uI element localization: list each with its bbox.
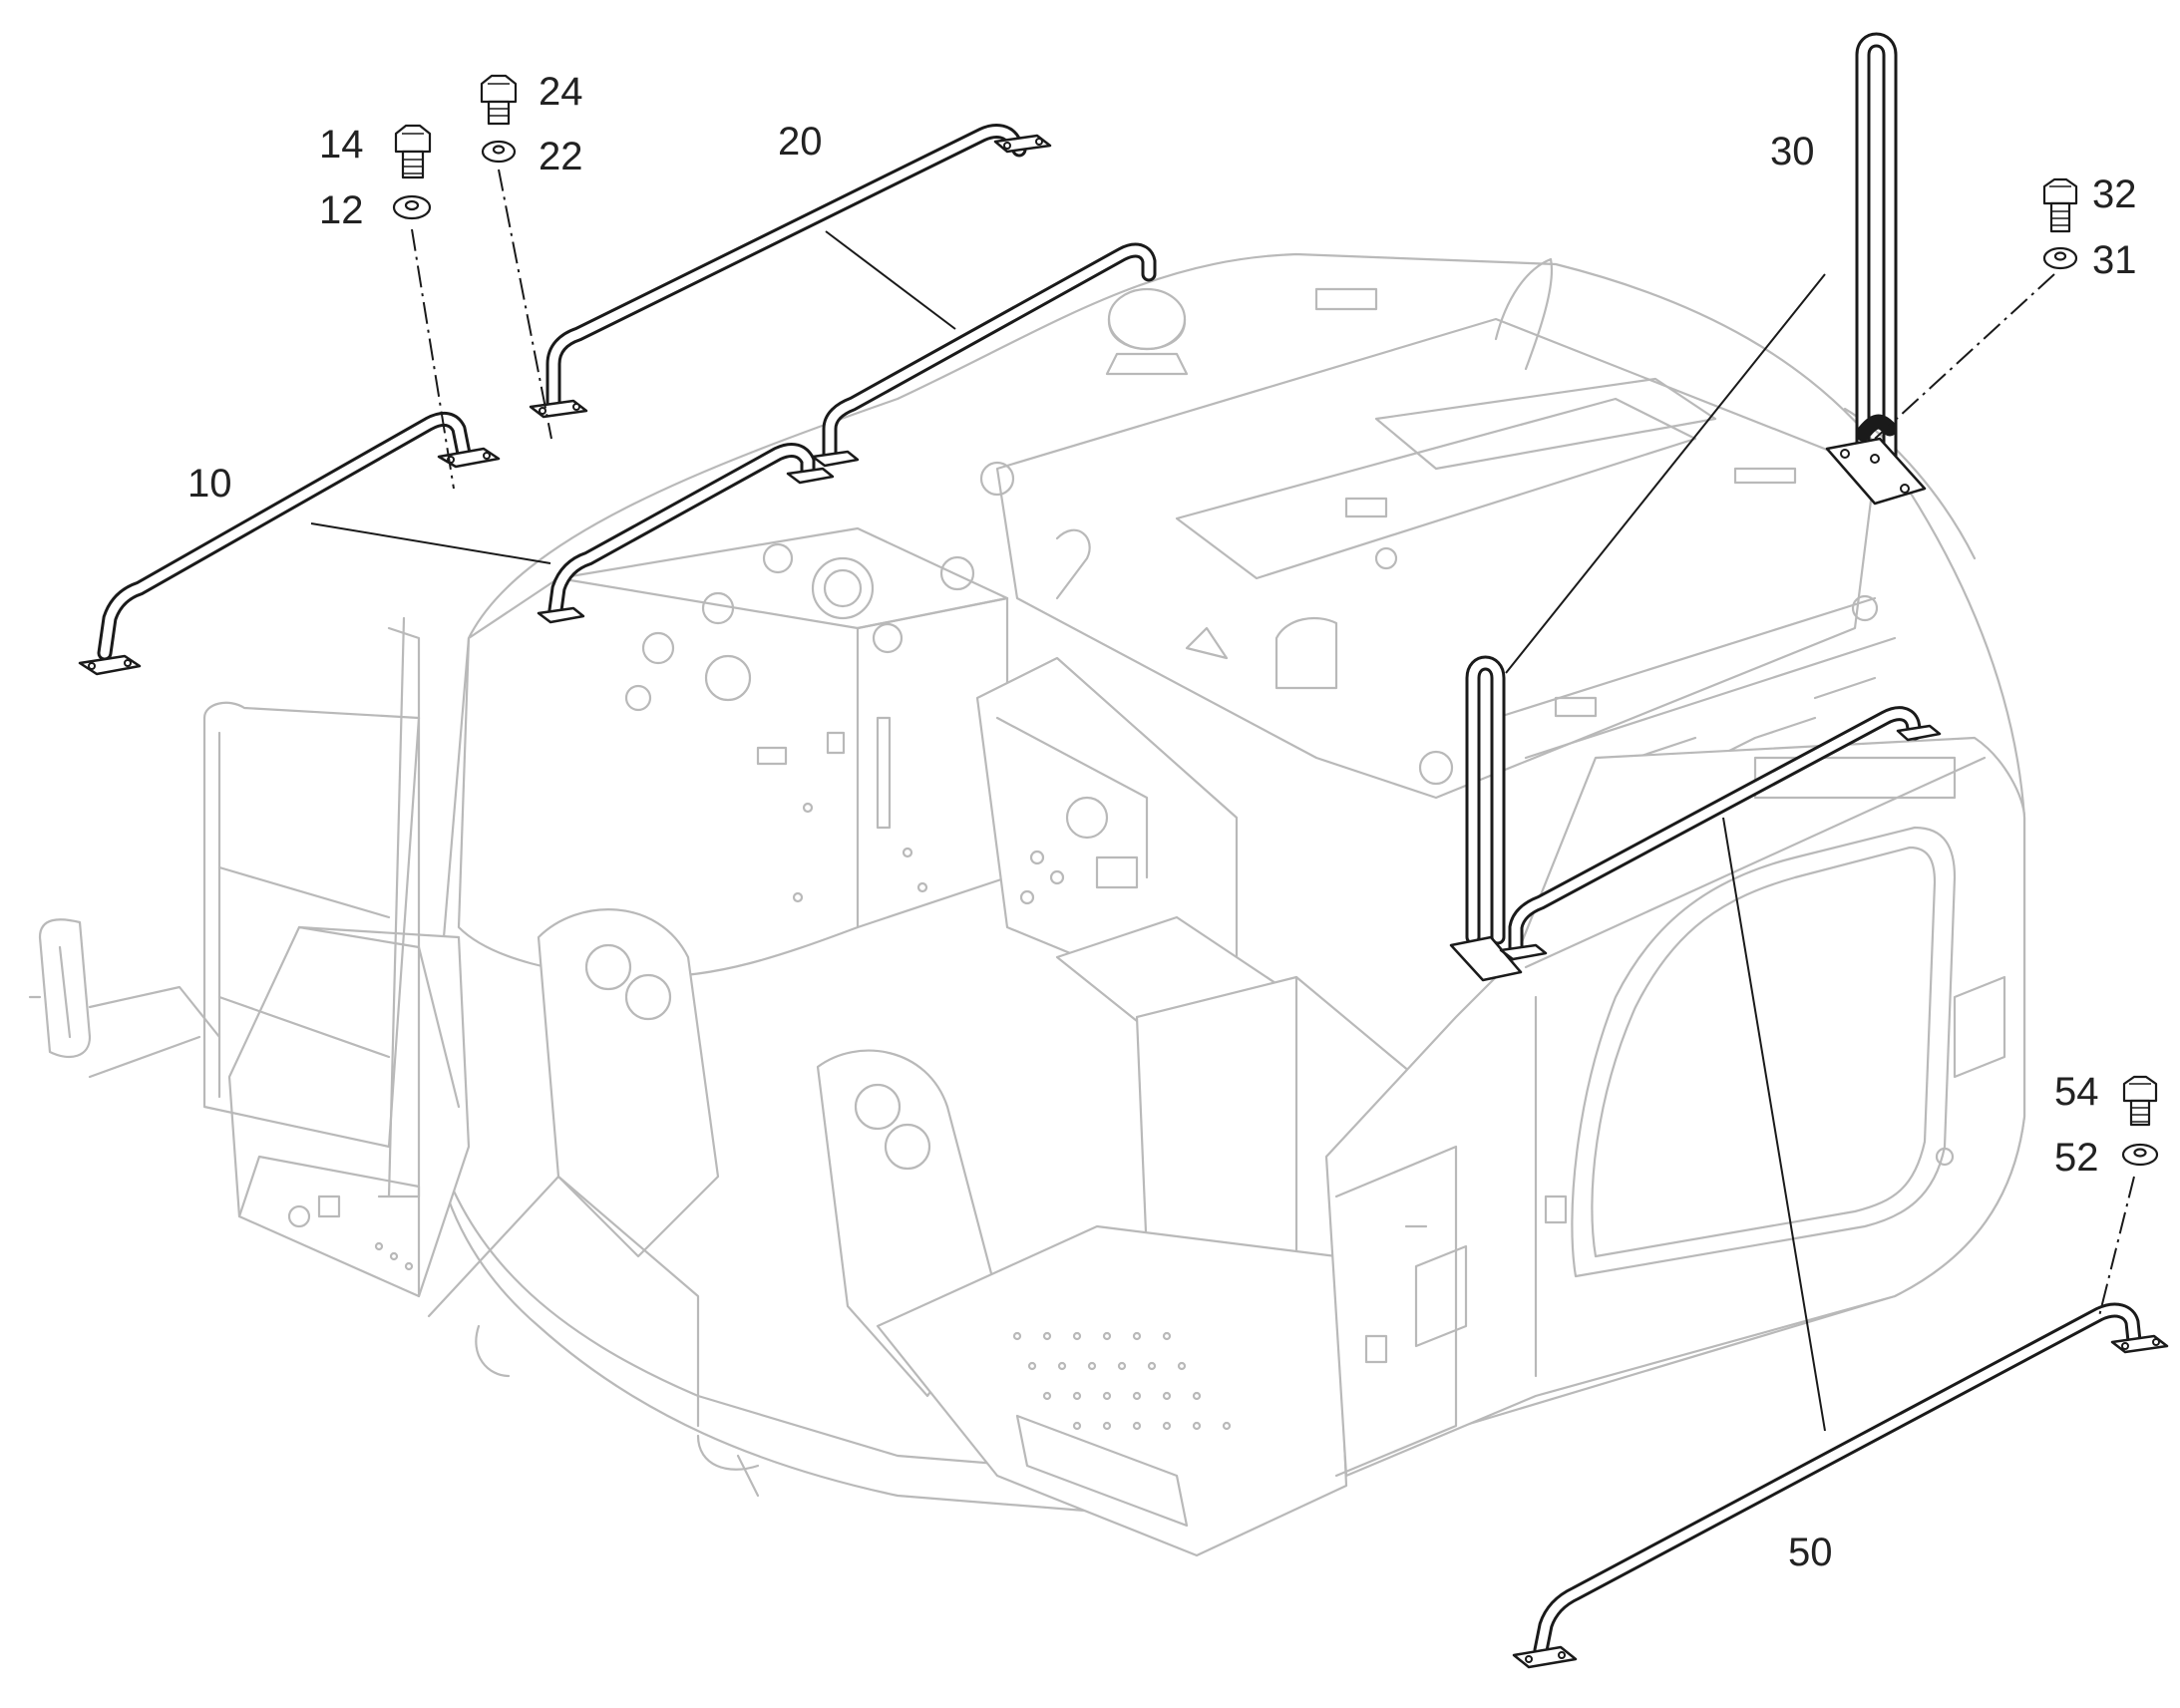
- leader-10: [310, 522, 551, 564]
- bolt-part-14: [394, 124, 432, 179]
- installed-handrail-cab: [1499, 706, 1942, 961]
- callout-10: 10: [187, 462, 232, 506]
- installed-vertical-handrail: [1449, 655, 1523, 982]
- leader-50: [1722, 817, 1826, 1432]
- callout-22: 22: [539, 135, 583, 178]
- washer-part-22: [481, 140, 517, 164]
- handrail-part-20: [529, 124, 1052, 419]
- callout-31: 31: [2092, 238, 2137, 282]
- handrail-part-30: [1825, 32, 1927, 506]
- centerline-52-to-50: [2098, 1176, 2135, 1317]
- centerline-22-to-20: [498, 169, 552, 440]
- callout-12: 12: [319, 188, 364, 232]
- leader-lines: [310, 230, 1826, 1432]
- handrail-part-50: [1512, 1302, 2169, 1669]
- callout-32: 32: [2092, 172, 2137, 216]
- centerline-12-to-10: [411, 228, 455, 490]
- bolt-part-24: [480, 74, 518, 126]
- installed-handrail-tank: [537, 443, 835, 624]
- leader-20: [825, 230, 956, 330]
- callout-54: 54: [2054, 1070, 2099, 1114]
- washer-part-12: [392, 194, 432, 220]
- washer-part-52: [2121, 1143, 2159, 1167]
- callout-20: 20: [778, 120, 823, 164]
- callout-30: 30: [1770, 130, 1815, 173]
- callout-labels: 10 12 14 20 22 24 30 31 32 50 52 54: [187, 70, 2137, 1574]
- installed-handrail-hood: [811, 242, 1157, 468]
- washer-part-31: [2042, 246, 2078, 270]
- bolt-part-32: [2042, 177, 2078, 233]
- callout-14: 14: [319, 123, 364, 167]
- assembly-centerlines: [411, 169, 2135, 1317]
- centerline-31-to-30: [1874, 273, 2055, 440]
- bolt-part-54: [2122, 1075, 2158, 1127]
- upper-structure-body: [28, 252, 2026, 1557]
- callout-50: 50: [1788, 1531, 1833, 1574]
- callout-52: 52: [2054, 1136, 2099, 1180]
- callout-24: 24: [539, 70, 583, 114]
- leader-30: [1505, 273, 1826, 674]
- handrail-part-10: [78, 411, 501, 676]
